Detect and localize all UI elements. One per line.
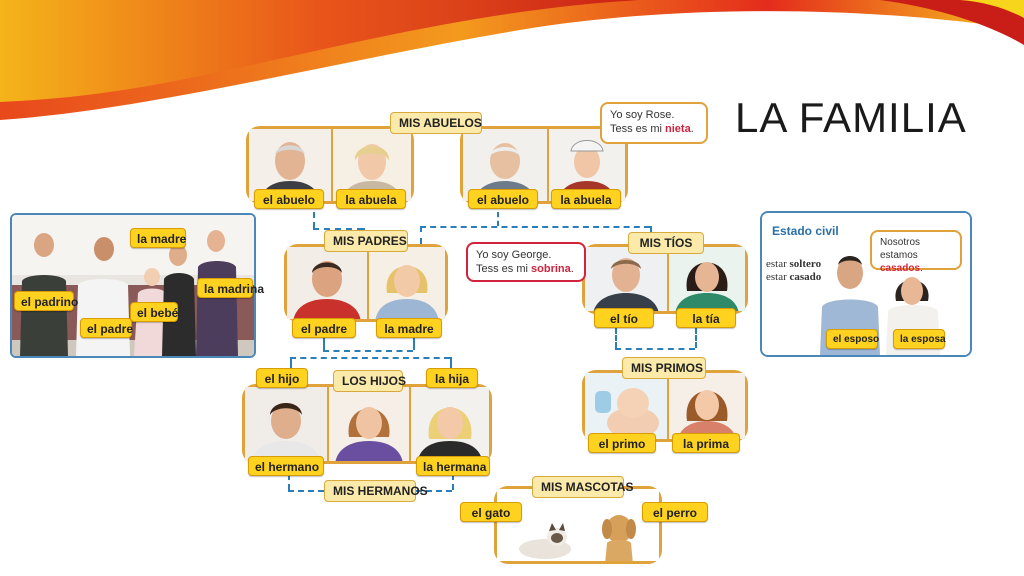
mascotas-group bbox=[494, 486, 662, 564]
connector-line bbox=[290, 357, 292, 369]
padrino-label: el padrino bbox=[14, 291, 78, 311]
padre-label: el padre bbox=[292, 318, 356, 338]
connector-line bbox=[323, 350, 413, 352]
casados-speech-bubble: Nosotros estamos casados. bbox=[870, 230, 962, 274]
tio-photo bbox=[585, 247, 667, 311]
bebe-label: el bebé bbox=[130, 302, 178, 322]
connector-line bbox=[288, 490, 324, 492]
rose-speech-bubble: Yo soy Rose. Tess es mi nieta. bbox=[600, 102, 708, 144]
decorative-swoosh bbox=[0, 0, 1024, 120]
abuelo-label: el abuelo bbox=[254, 189, 324, 209]
primos-group bbox=[582, 370, 748, 442]
padres-group bbox=[284, 244, 448, 322]
connector-line bbox=[313, 228, 363, 230]
hermana-label: la hermana bbox=[416, 456, 490, 476]
madre-label: la madre bbox=[376, 318, 442, 338]
connector-line bbox=[323, 338, 325, 350]
padre-photo bbox=[287, 247, 367, 319]
esposo-label: el esposo bbox=[826, 329, 879, 349]
tio-label: el tío bbox=[594, 308, 654, 328]
perro-label: el perro bbox=[642, 502, 708, 522]
mis-mascotas-header: MIS MASCOTAS bbox=[532, 476, 633, 498]
los-hijos-header: LOS HIJOS bbox=[333, 370, 406, 392]
tia-photo bbox=[669, 247, 745, 311]
esposa-label: la esposa bbox=[893, 329, 946, 349]
hija-label: la hija bbox=[426, 368, 478, 388]
connector-line bbox=[413, 338, 415, 350]
hijo-label: el hijo bbox=[256, 368, 308, 388]
estado-civil-title: Estado civil bbox=[772, 224, 839, 238]
mis-padres-header: MIS PADRES bbox=[324, 230, 408, 252]
slide-title: LA FAMILIA bbox=[735, 94, 967, 141]
connector-line bbox=[313, 212, 315, 228]
connector-line bbox=[288, 474, 290, 490]
gato-label: el gato bbox=[460, 502, 522, 522]
mis-abuelos-header: MIS ABUELOS bbox=[390, 112, 482, 134]
abuela-label: la abuela bbox=[551, 189, 621, 209]
casado-line: estar casado bbox=[766, 271, 822, 283]
soltero-line: estar soltero bbox=[766, 258, 822, 270]
george-speech-bubble: Yo soy George. Tess es mi sobrina. bbox=[466, 242, 586, 282]
hermano-label: el hermano bbox=[248, 456, 324, 476]
prima-photo bbox=[669, 373, 745, 439]
hermana-photo bbox=[411, 387, 489, 461]
abuela-label: la abuela bbox=[336, 189, 406, 209]
tess-photo bbox=[329, 387, 409, 461]
connector-line bbox=[452, 474, 454, 490]
connector-line bbox=[497, 212, 499, 226]
abuelo-label: el abuelo bbox=[468, 189, 538, 209]
tios-group bbox=[582, 244, 748, 314]
connector-line bbox=[416, 490, 452, 492]
connector-line bbox=[420, 226, 650, 228]
madre-photo-label: la madre bbox=[130, 228, 186, 248]
mis-primos-header: MIS PRIMOS bbox=[622, 357, 706, 379]
connector-line bbox=[450, 357, 452, 369]
connector-line bbox=[615, 348, 695, 350]
mis-tios-header: MIS TÍOS bbox=[628, 232, 704, 254]
connector-line bbox=[650, 226, 652, 234]
connector-line bbox=[290, 357, 450, 359]
padre-photo-label: el padre bbox=[80, 318, 133, 338]
connector-line bbox=[615, 328, 617, 348]
connector-line bbox=[695, 328, 697, 348]
primo-photo bbox=[585, 373, 667, 439]
madre-photo bbox=[369, 247, 445, 319]
prima-label: la prima bbox=[672, 433, 740, 453]
hermano-photo bbox=[245, 387, 327, 461]
primo-label: el primo bbox=[588, 433, 656, 453]
mis-hermanos-header: MIS HERMANOS bbox=[324, 480, 428, 502]
mascotas-photo bbox=[497, 489, 659, 561]
hijos-group bbox=[242, 384, 492, 464]
madrina-label: la madrina bbox=[197, 278, 264, 298]
connector-line bbox=[420, 226, 422, 244]
tia-label: la tía bbox=[676, 308, 736, 328]
